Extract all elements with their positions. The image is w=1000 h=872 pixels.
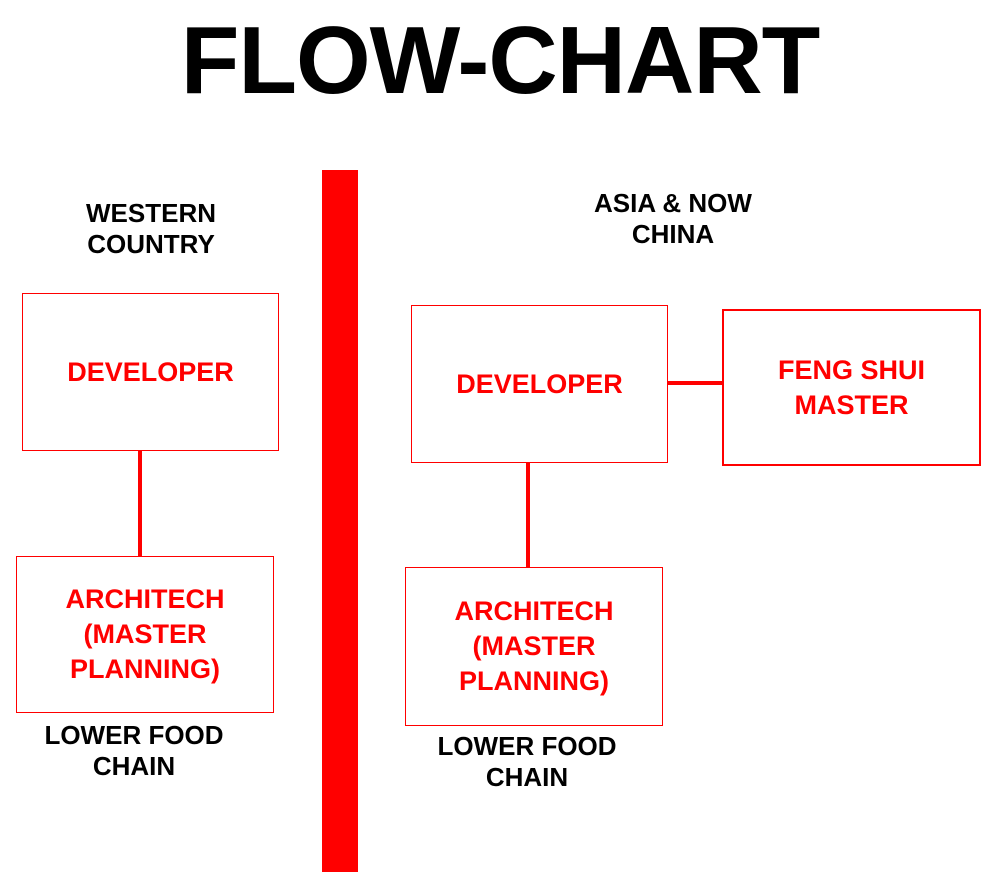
lower-food-chain-western-line2: CHAIN	[92, 751, 176, 781]
divider-bar	[322, 170, 358, 872]
architech-box-asia: ARCHITECH (MASTER PLANNING)	[405, 567, 663, 726]
western-country-heading: WESTERN COUNTRY	[31, 198, 271, 260]
architech-box-western-line2: (MASTER	[83, 619, 207, 649]
developer-box-western: DEVELOPER	[22, 293, 279, 451]
feng-shui-master-box: FENG SHUI MASTER	[722, 309, 981, 466]
lower-food-chain-asia: LOWER FOOD CHAIN	[407, 731, 647, 793]
lower-food-chain-asia-line1: LOWER FOOD	[437, 731, 617, 761]
connector-asia-developer-architech	[526, 462, 530, 568]
lower-food-chain-western: LOWER FOOD CHAIN	[14, 720, 254, 782]
developer-box-asia-label: DEVELOPER	[456, 368, 623, 399]
lower-food-chain-asia-line2: CHAIN	[485, 762, 569, 792]
architech-box-western: ARCHITECH (MASTER PLANNING)	[16, 556, 274, 713]
architech-box-western-line3: PLANNING)	[70, 654, 220, 684]
architech-box-western-line1: ARCHITECH	[65, 584, 225, 614]
architech-box-asia-line2: (MASTER	[472, 631, 596, 661]
western-country-heading-line2: COUNTRY	[87, 229, 215, 259]
developer-box-asia: DEVELOPER	[411, 305, 668, 463]
architech-box-asia-line1: ARCHITECH	[454, 596, 614, 626]
developer-box-western-label: DEVELOPER	[67, 356, 234, 387]
architech-box-asia-line3: PLANNING)	[459, 666, 609, 696]
feng-shui-master-box-line1: FENG SHUI	[777, 354, 925, 385]
lower-food-chain-western-line1: LOWER FOOD	[44, 720, 224, 750]
connector-asia-developer-fengshui	[667, 381, 723, 385]
page-title: FLOW-CHART	[180, 7, 821, 114]
asia-china-heading-line1: ASIA & NOW	[594, 188, 752, 218]
asia-china-heading-line2: CHINA	[631, 219, 715, 249]
feng-shui-master-box-line2: MASTER	[794, 389, 909, 420]
connector-western-developer-architech	[138, 450, 142, 557]
asia-china-heading: ASIA & NOW CHINA	[553, 188, 793, 250]
western-country-heading-line1: WESTERN	[86, 198, 216, 228]
